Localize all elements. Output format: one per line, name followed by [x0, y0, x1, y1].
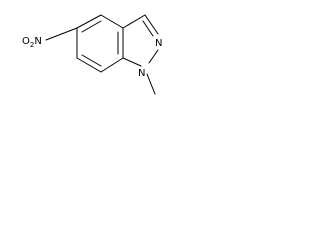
bond-c3a-c3: [122, 14, 146, 29]
chemical-structure-diagram: O2N N N: [22, 14, 162, 95]
bond-c7-c7a: [100, 57, 124, 73]
bond-c6-c7: [76, 57, 102, 73]
pyrazole-ring: [122, 14, 159, 67]
nitrogen-n2-label: N: [155, 38, 162, 49]
bond-c3a-c4: [100, 14, 124, 29]
bond-n1-c7a: [122, 57, 142, 67]
nitro-label: O2N: [22, 36, 42, 49]
bond-c5-nitro: [45, 27, 78, 41]
nitrogen-n1-label: N: [138, 68, 145, 79]
bond-c4-c5: [76, 14, 102, 29]
double-bond-c6-c7-inner: [81, 54, 102, 67]
bond-c3-n2: [144, 14, 159, 35]
double-bond-c3-n2-inner: [142, 20, 154, 37]
benzene-ring: [76, 14, 124, 73]
bond-n1-methyl: [146, 73, 156, 95]
double-bond-c4-c5-inner: [81, 20, 102, 33]
bond-n2-n1: [148, 49, 159, 64]
